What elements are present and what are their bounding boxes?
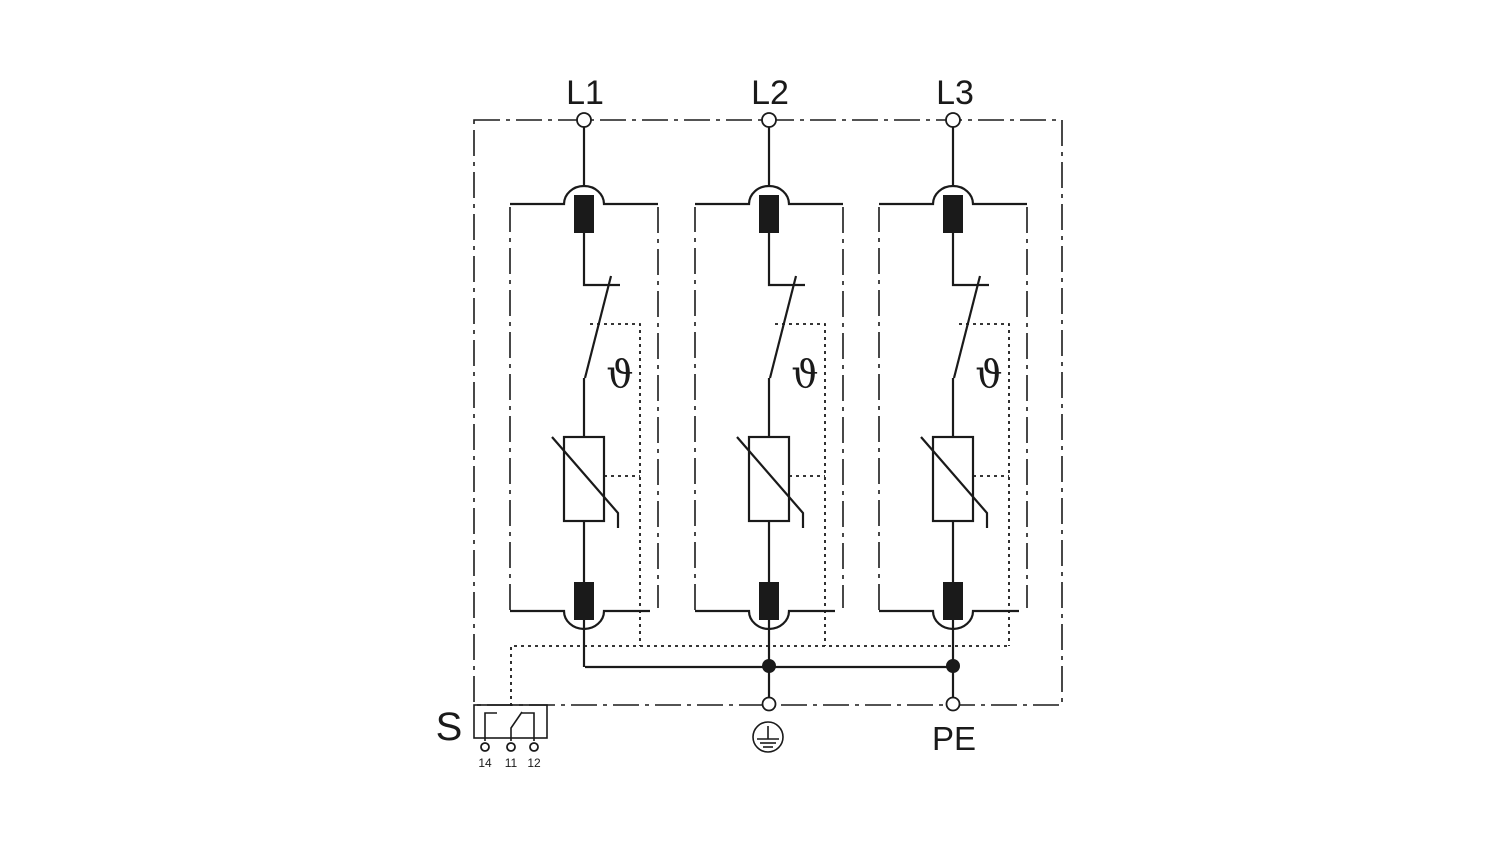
phase-module-l1: ϑ [509,112,659,667]
thermal-symbol: ϑ [975,352,1002,396]
varistor [562,435,606,523]
bottom-contact-block [759,582,779,620]
phase-module-l3: ϑ [878,112,1028,667]
thermal-disconnector-switch [952,275,982,379]
thermal-disconnector-switch [768,275,798,379]
top-plug-contact [510,184,658,206]
pe-label: PE [932,720,976,757]
thermal-disconnector-switch [583,275,613,379]
common-bus [585,659,960,698]
phase-module-l2: ϑ [694,112,844,667]
signal-pin-label-12: 12 [527,756,541,770]
module-frame [509,207,659,610]
top-contact-block [759,195,779,233]
signal-pin-label-11: 11 [505,756,518,770]
thermal-coupling-line [590,323,641,646]
bottom-contact-block [943,582,963,620]
signal-pin-12 [529,742,539,752]
remote-signal-contact: S 14 11 12 [436,704,548,770]
bottom-contact-block [574,582,594,620]
varistor [931,435,975,523]
input-terminal-l1 [576,112,592,128]
earth-terminal [761,696,777,712]
thermal-coupling-line [959,323,1010,646]
signal-pin-label-14: 14 [478,756,492,770]
phase-label-l1: L1 [566,74,604,112]
module-frame [878,207,1028,610]
thermal-symbol: ϑ [791,352,818,396]
input-terminal-l2 [761,112,777,128]
top-contact-block [574,195,594,233]
signal-label: S [436,705,463,749]
varistor [747,435,791,523]
phase-label-l3: L3 [936,74,974,112]
module-frame [694,207,844,610]
signal-pin-11 [506,742,516,752]
phase-label-l2: L2 [751,74,789,112]
pe-terminal [945,696,961,712]
signal-wiring [510,645,1010,706]
signal-pin-14 [480,742,490,752]
top-plug-contact [695,184,843,206]
top-plug-contact [879,184,1027,206]
protective-earth-icon [752,721,784,753]
top-contact-block [943,195,963,233]
thermal-coupling-line [775,323,826,646]
thermal-symbol: ϑ [606,352,633,396]
input-terminal-l3 [945,112,961,128]
